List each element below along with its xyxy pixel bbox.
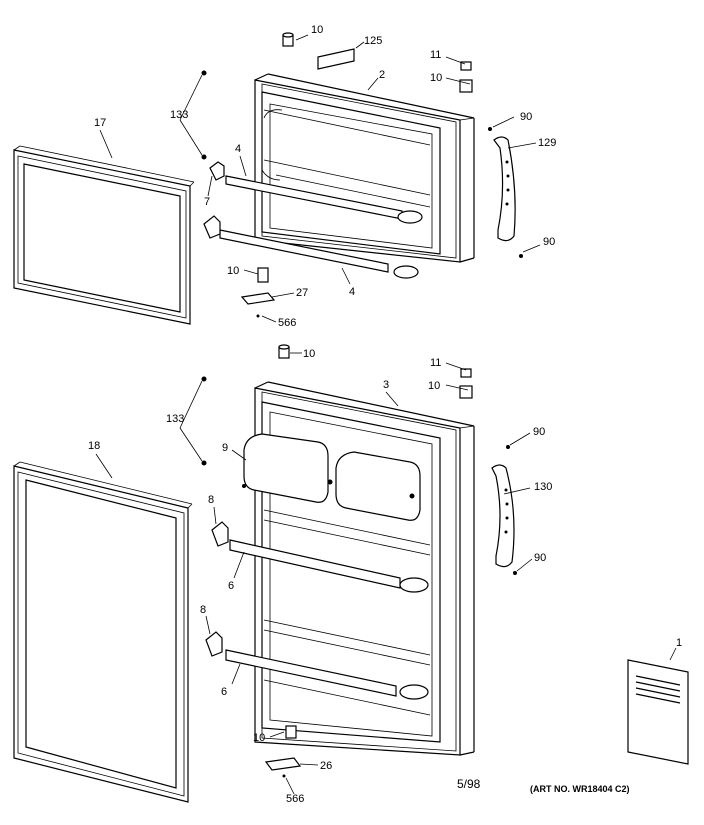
art-number: (ART NO. WR18404 C2) [530,784,630,794]
label-11: 11 [430,357,441,369]
fresh-food-cam-bushing-top [278,344,290,359]
label-90: 90 [533,426,545,438]
label-10: 10 [253,732,265,744]
label-90: 90 [520,111,532,123]
label-9: 9 [222,442,228,454]
label-2: 2 [379,69,385,81]
leader-lines-upper [99,34,541,323]
freezer-door-liner [254,73,475,263]
freezer-top-stop [459,61,473,93]
instruction-card [627,659,689,765]
freezer-door-gasket [13,145,195,325]
label-10: 10 [428,380,440,392]
freezer-handle [493,136,516,242]
fresh-food-door-gasket [13,461,193,803]
label-10: 10 [227,265,239,277]
freezer-nameplate [317,48,355,70]
label-11: 11 [430,49,441,61]
label-133: 133 [166,413,184,425]
label-7: 7 [204,196,210,208]
leader-lines-lower [95,352,677,795]
label-1: 1 [676,637,682,649]
label-27: 27 [296,287,308,299]
label-26: 26 [320,760,332,772]
dairy-compartment-doors [242,433,421,521]
freezer-door-shelf-rail-upper [225,175,423,224]
label-130: 130 [534,481,552,493]
fresh-food-bottom-cam [264,725,302,771]
label-129: 129 [538,137,556,149]
label-10: 10 [303,348,315,360]
screw-icons-upper [201,70,523,318]
label-10: 10 [430,72,442,84]
label-566: 566 [286,793,304,805]
fresh-food-shelf-rail-lower [225,649,429,700]
label-90: 90 [534,552,546,564]
fresh-food-door-liner [254,381,475,756]
fresh-food-top-stop [459,368,473,399]
label-8: 8 [200,604,206,616]
label-6: 6 [228,580,234,592]
label-133: 133 [170,109,188,121]
freezer-cam-bushing [282,32,294,47]
label-8: 8 [208,494,214,506]
label-17: 17 [94,117,106,129]
label-4: 4 [235,143,241,155]
label-6: 6 [221,686,227,698]
part-labels: 10 125 2 11 10 90 129 90 133 17 4 7 10 2… [88,24,682,805]
label-566: 566 [278,317,296,329]
label-4: 4 [349,286,355,298]
screw-icons-lower [201,376,517,778]
date-code: 5/98 [457,777,481,791]
label-125: 125 [364,35,382,47]
fresh-food-shelf-rail-upper [229,539,429,593]
fresh-food-shelf-support-clips [205,521,229,657]
freezer-shelf-support-clips [203,161,225,239]
freezer-bottom-cam [240,267,276,305]
label-3: 3 [383,379,389,391]
fresh-food-handle [491,464,515,568]
freezer-door-shelf-rail-lower [219,229,419,279]
label-10: 10 [311,24,323,36]
label-90: 90 [543,236,555,248]
label-18: 18 [88,440,100,452]
